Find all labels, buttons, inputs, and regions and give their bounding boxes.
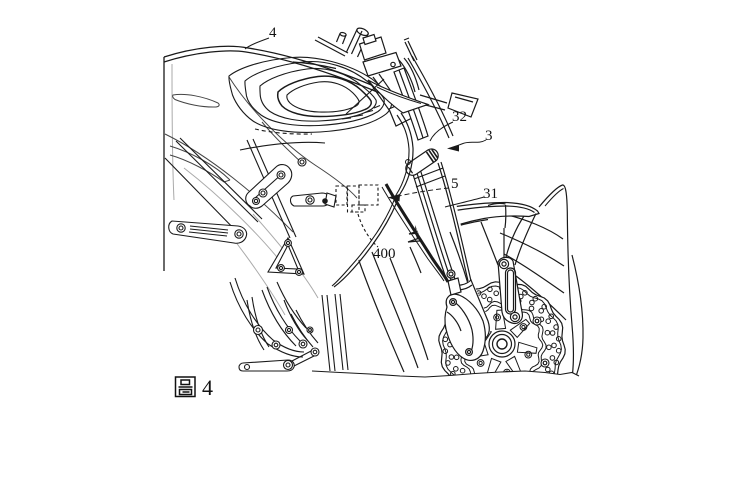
svg-text:4: 4: [269, 25, 277, 41]
svg-text:400: 400: [373, 246, 396, 262]
svg-text:32: 32: [452, 109, 467, 125]
svg-text:5: 5: [451, 176, 459, 192]
svg-text:3: 3: [485, 128, 493, 144]
svg-text:31: 31: [483, 186, 498, 202]
svg-text:4: 4: [202, 375, 213, 400]
